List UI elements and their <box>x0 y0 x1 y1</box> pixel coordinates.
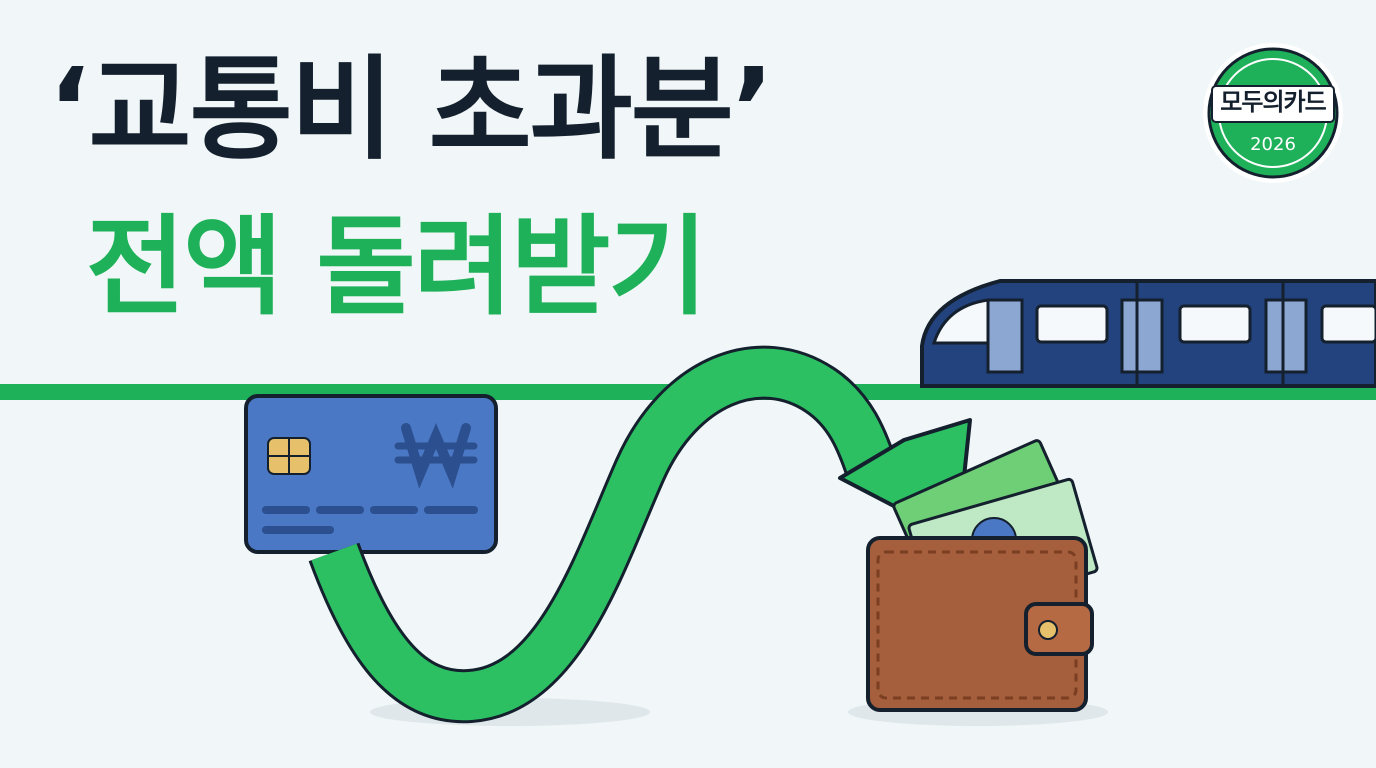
card-chip-icon <box>267 437 311 475</box>
headline-title: ‘교통비 초과분’ <box>48 45 774 175</box>
subway-train-icon <box>920 279 1376 388</box>
badge-year: 2026 <box>1250 134 1296 155</box>
brand-badge-seal <box>1203 43 1343 183</box>
won-sign-icon <box>394 423 478 489</box>
wallet-icon <box>866 439 1099 712</box>
headline-subtitle: 전액 돌려받기 <box>86 205 708 330</box>
badge-brand-name: 모두의카드 <box>1220 88 1326 116</box>
credit-card-icon <box>244 394 498 554</box>
